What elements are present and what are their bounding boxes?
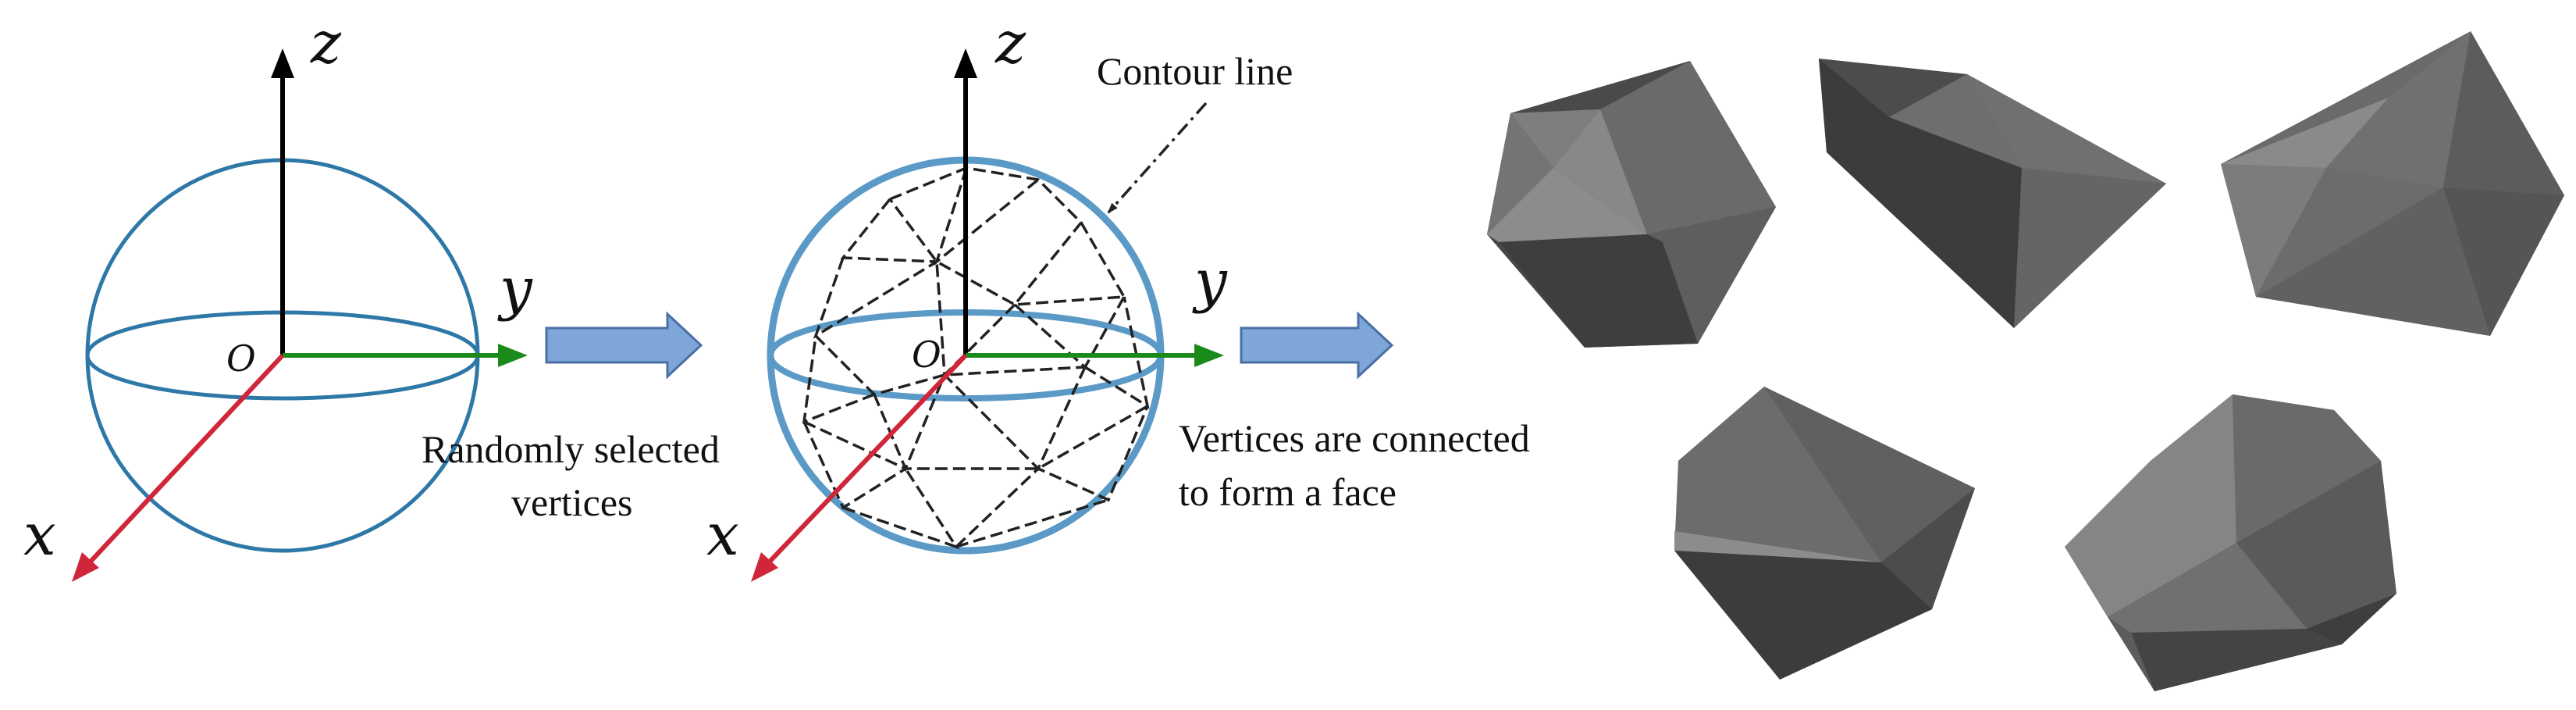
polyhedron-1 [1487,61,1776,348]
z-axis-label-mid: z [994,9,1026,77]
step-2-caption-line1: Vertices are connected [1179,416,1530,460]
polyhedron-3 [2221,31,2564,336]
sphere-panel-middle: z y x O Contour line [706,9,1293,582]
z-axis-arrowhead [271,48,294,78]
step-2-caption-line2: to form a face [1179,470,1397,514]
x-axis [87,353,285,565]
y-axis-label-mid: y [1192,248,1228,315]
step-1: Randomly selected vertices [422,311,720,524]
x-axis-mid [767,353,968,565]
step-1-caption-line2: vertices [511,480,632,524]
polyhedron-2 [1819,59,2166,328]
step-2: Vertices are connected to form a face [1179,311,1530,514]
z-axis-mid-arrowhead [954,48,977,78]
y-axis-label: y [497,255,533,323]
contour-line-leader [1107,102,1208,214]
step-2-arrow [1240,311,1394,380]
x-axis-label-mid: x [706,501,739,569]
origin-label-mid: O [912,334,941,376]
contour-line-label: Contour line [1097,49,1293,93]
origin-label: O [226,337,256,380]
z-axis-label: z [310,9,342,77]
step-1-caption-line1: Randomly selected [422,427,720,471]
step-1-arrow [545,311,703,380]
x-axis-label: x [23,501,56,569]
y-axis-mid-arrowhead [1194,344,1224,367]
x-axis-arrowhead [72,552,99,582]
polyhedron-5 [2065,394,2396,691]
sphere-panel-left: z y x O [23,9,533,582]
y-axis-arrowhead [498,344,528,367]
polyhedron-4 [1674,387,1975,680]
x-axis-mid-arrowhead [751,552,778,582]
polyhedra-group [1487,31,2564,691]
